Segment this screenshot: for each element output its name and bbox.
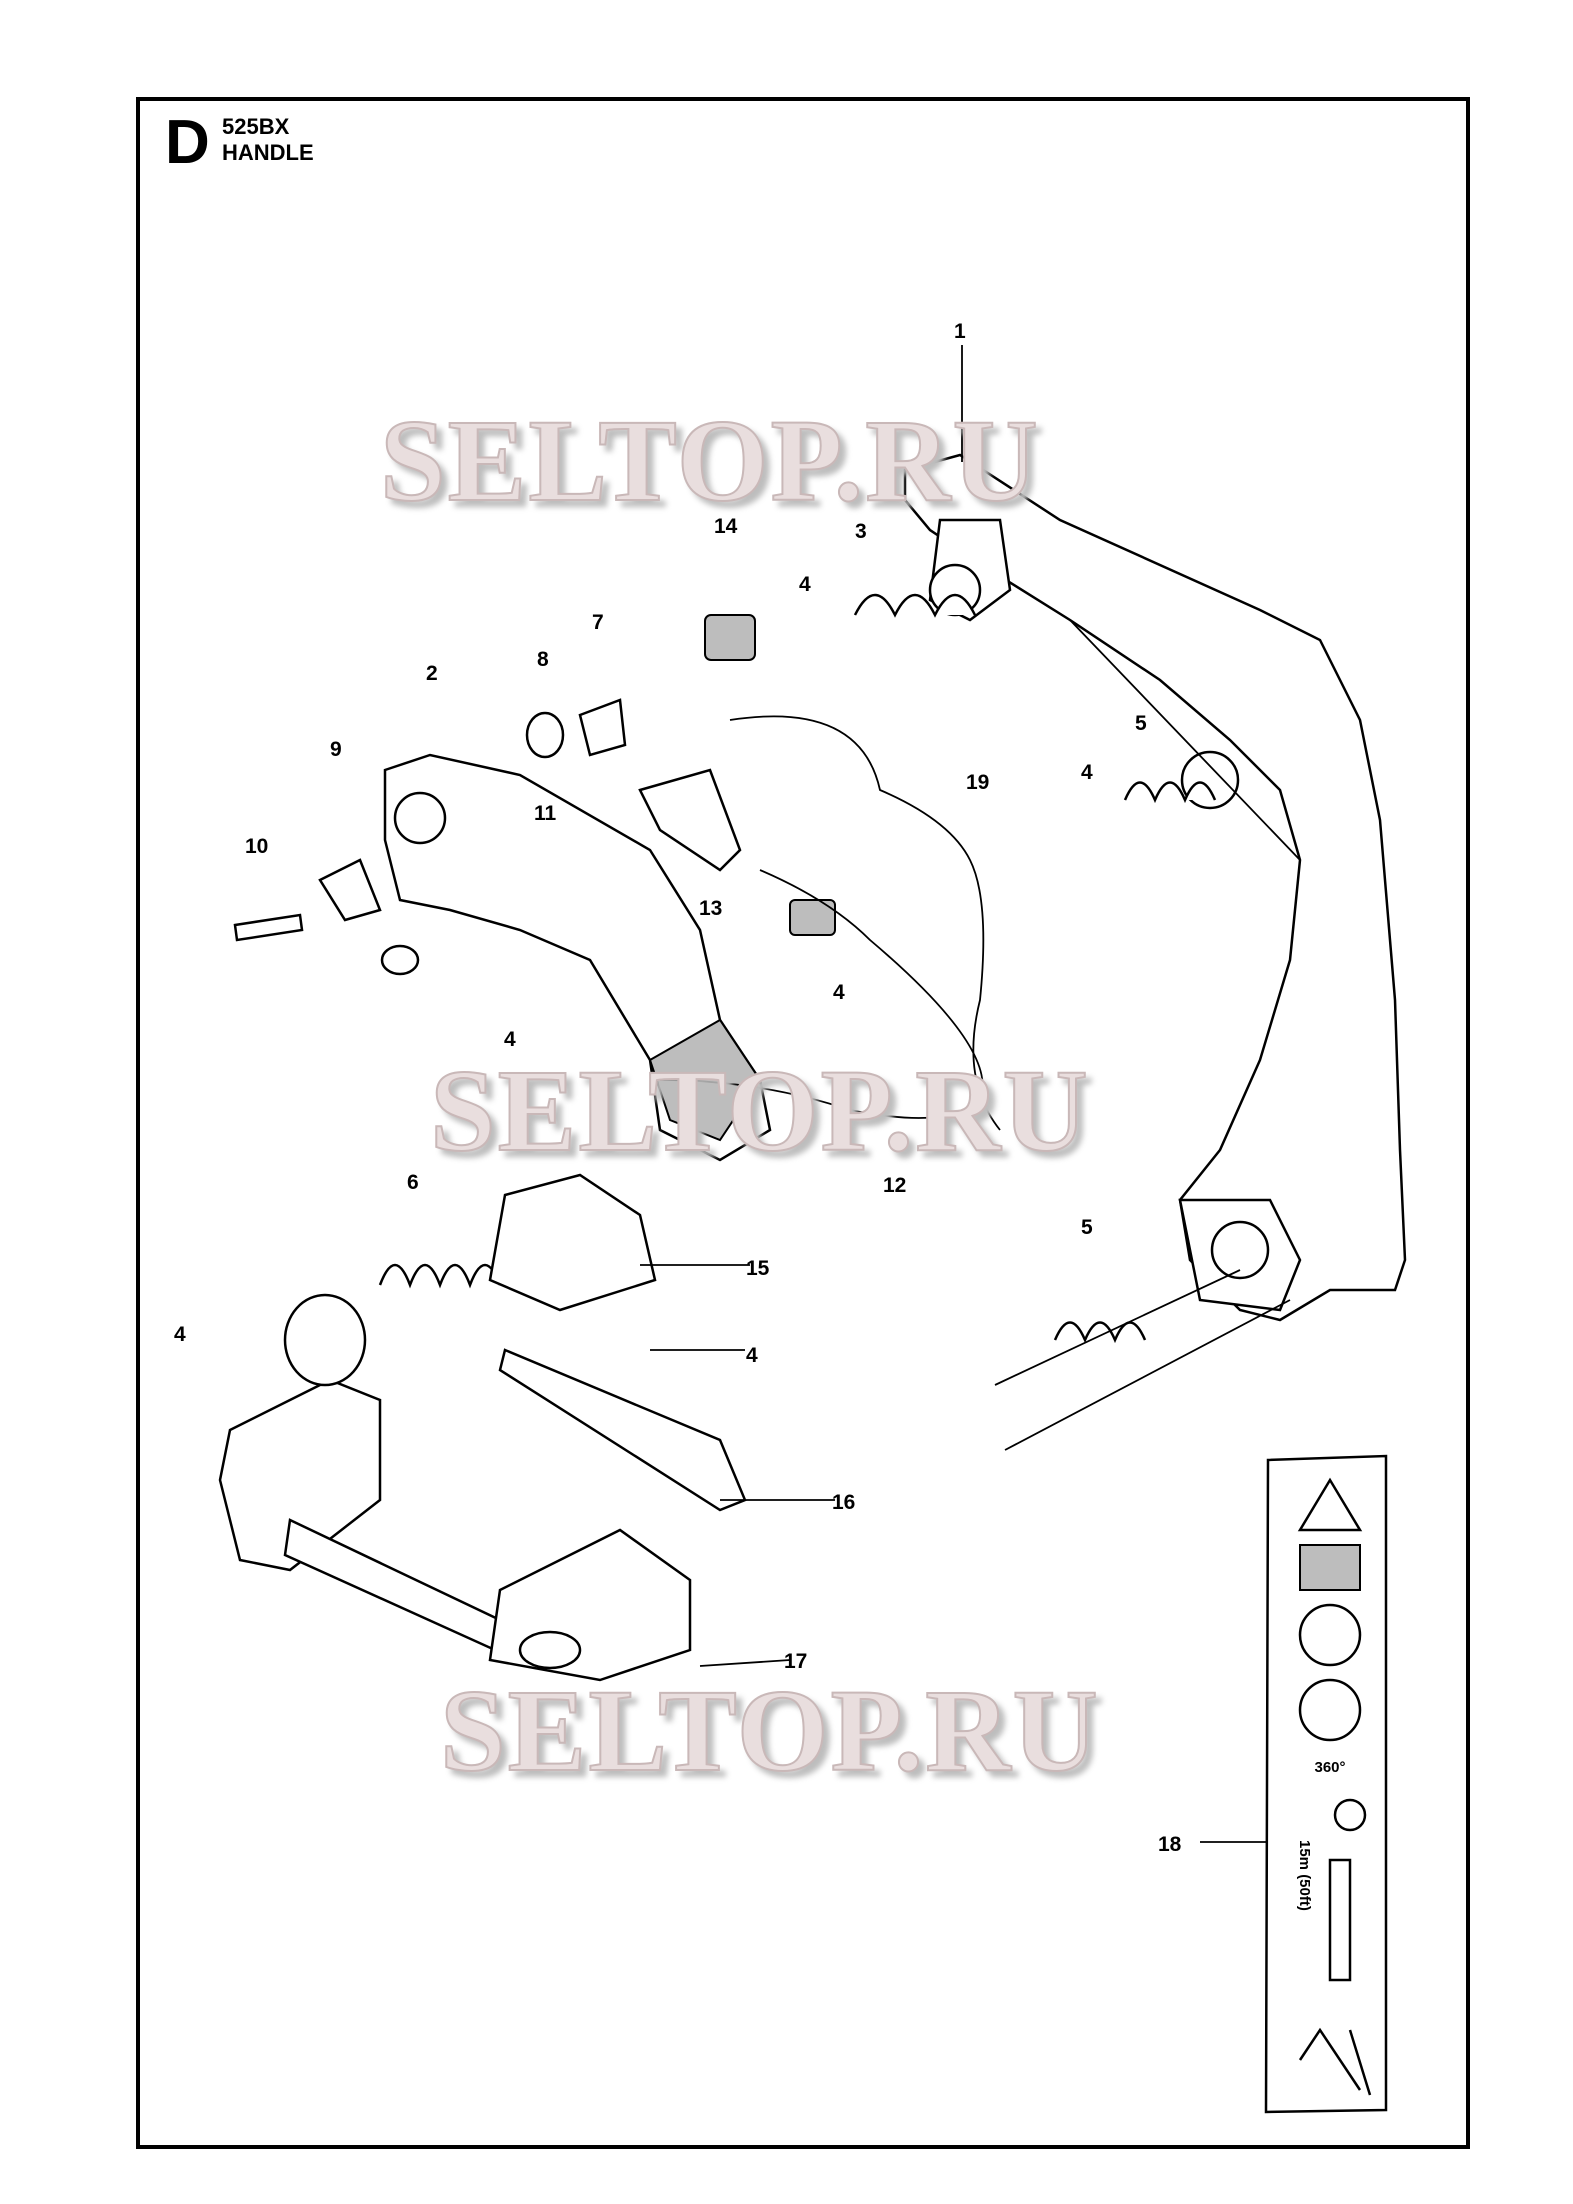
no-smoking-icon (1333, 1798, 1367, 1832)
callout-4: 4 (799, 573, 811, 596)
safety-distance-icon (1298, 2027, 1372, 2096)
callout-2: 2 (426, 662, 438, 685)
callout-4: 4 (746, 1344, 758, 1367)
part-10-bolt (233, 913, 304, 942)
part-5-spring (1123, 781, 1217, 804)
part-13-clamp (789, 899, 836, 936)
diagram-frame (136, 97, 1470, 2149)
blower-tube-icon (1328, 1858, 1352, 1982)
watermark-group: SELTOP.RU SELTOP.RU SELTOP.RU (379, 394, 1100, 1797)
watermark: SELTOP.RU (380, 395, 1040, 526)
part-3-spring (853, 593, 977, 618)
callout-4: 4 (1081, 761, 1093, 784)
watermark: SELTOP.RU (440, 1665, 1100, 1796)
model-name: 525BX (222, 114, 290, 139)
callout-19: 19 (966, 771, 989, 794)
callout-10: 10 (245, 835, 268, 858)
part-16-cover (498, 1348, 747, 1512)
callout-16: 16 (832, 1491, 855, 1514)
callout-9: 9 (330, 738, 342, 761)
callout-4: 4 (174, 1323, 186, 1346)
small-parts (233, 593, 1217, 1344)
part-5-spring-lower (1053, 1321, 1147, 1344)
callout-3: 3 (855, 520, 867, 543)
callout-7: 7 (592, 611, 604, 634)
part-12-cable (659, 869, 984, 1119)
part-2-front-handle (380, 753, 772, 1162)
part-15-bracket (488, 1173, 657, 1312)
warning-icon (1297, 1477, 1363, 1532)
part-11-trigger (638, 768, 742, 872)
callout-8: 8 (537, 648, 549, 671)
callout-5: 5 (1135, 712, 1147, 735)
lower-handle-assembly (218, 1293, 747, 1682)
face-protection-icon (1298, 1603, 1362, 1667)
leader-lines (640, 345, 1291, 1843)
part-8-ring (525, 711, 565, 759)
part-7-knob (578, 698, 627, 757)
callout-4: 4 (504, 1028, 516, 1051)
section-letter: D (165, 108, 210, 177)
callout-13: 13 (699, 897, 722, 920)
callout-17: 17 (784, 1650, 807, 1673)
decal-distance: 15m (50ft) (1296, 1840, 1313, 1911)
callout-14: 14 (714, 515, 738, 538)
gloves-icon (1298, 1678, 1362, 1742)
callouts: 1 14 3 4 7 8 2 9 19 5 4 10 11 13 4 4 12 … (174, 320, 1182, 1856)
callout-12: 12 (883, 1174, 906, 1197)
part-18-decal: 360° 15m (50ft) (1264, 1454, 1388, 2114)
callout-5: 5 (1081, 1216, 1093, 1239)
part-9-wing (318, 858, 382, 922)
callout-6: 6 (407, 1171, 419, 1194)
callout-4: 4 (833, 981, 845, 1004)
callout-11: 11 (534, 802, 557, 825)
part-1-handle-frame (903, 453, 1407, 1322)
part-19-wire (729, 715, 1001, 1131)
section-title: HANDLE (222, 140, 314, 165)
callout-15: 15 (746, 1257, 770, 1280)
manual-book-icon (1299, 1544, 1361, 1591)
part-14-switch (704, 614, 756, 661)
decal-angle: 360° (1314, 1759, 1345, 1776)
callout-1: 1 (954, 320, 966, 343)
callout-18: 18 (1158, 1833, 1182, 1856)
part-6-spring (378, 1263, 502, 1289)
watermark: SELTOP.RU (430, 1045, 1090, 1176)
